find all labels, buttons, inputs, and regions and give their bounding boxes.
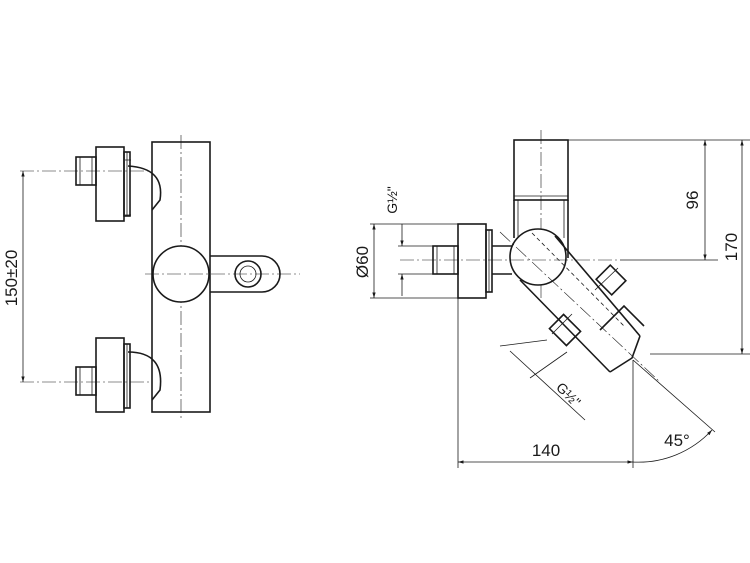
diagonal-arm: [499, 231, 661, 383]
side-view: Ø60 G½" 96 170 G½": [353, 130, 750, 468]
dim-thread-outlet: G½": [499, 339, 586, 421]
body-section: [509, 228, 567, 286]
dim-diameter: Ø60: [353, 223, 458, 299]
top-tube: [513, 130, 569, 300]
dim-thread-inlet: G½": [384, 186, 433, 296]
label-height-96: 96: [683, 191, 702, 210]
wall-escutcheon: [457, 223, 487, 299]
label-center-distance: 150±20: [2, 250, 21, 307]
dim-angle: 45°: [632, 359, 716, 463]
front-view: 150±20: [2, 135, 300, 420]
label-thread-inlet: G½": [384, 186, 400, 214]
spout-front: [210, 255, 281, 293]
dim-center-distance: 150±20: [2, 171, 25, 382]
label-diameter: Ø60: [353, 246, 372, 278]
dim-heights: 96 170: [568, 139, 750, 355]
label-depth: 140: [532, 441, 560, 460]
lower-eccentric: [20, 337, 162, 413]
dim-depth: 140: [457, 298, 634, 468]
label-angle: 45°: [664, 431, 690, 450]
label-height-170: 170: [722, 233, 741, 261]
upper-eccentric: [20, 146, 162, 222]
label-thread-outlet: G½": [553, 379, 584, 410]
